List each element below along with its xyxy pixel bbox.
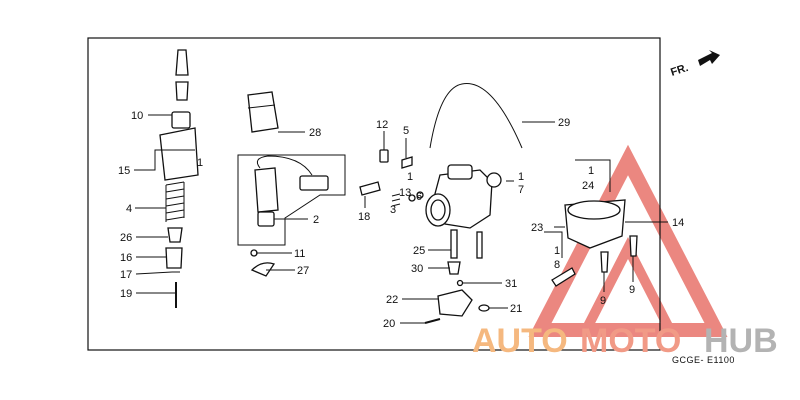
callout-22: 22 xyxy=(386,294,398,306)
callout-20: 20 xyxy=(383,318,395,330)
float-chamber-assembly xyxy=(544,159,638,287)
watermark-text-moto: MOTO xyxy=(580,322,681,360)
callout-29: 29 xyxy=(558,117,570,129)
callout-24: 24 xyxy=(582,180,594,192)
callout-1: 1 xyxy=(518,171,524,183)
front-direction-label: FR. xyxy=(669,62,690,79)
callout-10: 10 xyxy=(131,110,143,122)
diagram-frame xyxy=(87,37,661,351)
diagram-code: GCGE- E1100 xyxy=(672,355,735,365)
watermark-text-hub: HUB xyxy=(704,322,778,360)
carburetor-body xyxy=(359,83,523,324)
callout-25: 25 xyxy=(413,245,425,257)
callout-28: 28 xyxy=(309,127,321,139)
callout-11: 11 xyxy=(294,248,305,260)
callout-5: 5 xyxy=(403,125,409,137)
throttle-slide-assembly xyxy=(159,49,199,308)
callout-6: 6 xyxy=(416,191,422,203)
callout-2: 2 xyxy=(313,214,319,226)
callout-21: 21 xyxy=(510,303,522,315)
watermark-text-auto: AUTO xyxy=(472,322,568,360)
callout-4: 4 xyxy=(126,203,132,215)
auto-choke-assembly xyxy=(237,91,346,277)
callout-12: 12 xyxy=(376,119,388,131)
callout-9: 9 xyxy=(600,295,606,307)
callout-31: 31 xyxy=(505,278,517,290)
callout-19: 19 xyxy=(120,288,132,300)
watermark-text: AUTO MOTO HUB xyxy=(472,322,778,360)
callout-1: 1 xyxy=(588,165,594,177)
callout-1: 1 xyxy=(554,245,560,257)
callout-13: 13 xyxy=(399,187,411,199)
callout-7: 7 xyxy=(518,184,524,196)
callout-8: 8 xyxy=(554,259,560,271)
callout-3: 3 xyxy=(390,204,396,216)
callout-30: 30 xyxy=(411,263,423,275)
leader-lines xyxy=(134,114,668,324)
callout-17: 17 xyxy=(120,269,132,281)
callout-1: 1 xyxy=(197,157,203,169)
callout-23: 23 xyxy=(531,222,543,234)
callout-18: 18 xyxy=(358,211,370,223)
watermark-triangle-logo xyxy=(528,144,728,337)
callout-1: 1 xyxy=(407,171,413,183)
callout-16: 16 xyxy=(120,252,132,264)
callout-26: 26 xyxy=(120,232,132,244)
callout-9: 9 xyxy=(629,284,635,296)
callout-27: 27 xyxy=(297,265,309,277)
callout-15: 15 xyxy=(118,165,130,177)
callout-14: 14 xyxy=(672,217,684,229)
front-direction-arrow: FR. xyxy=(669,50,720,79)
callout-labels: 10 1 15 4 26 16 17 19 28 2 11 27 12 5 1 … xyxy=(118,110,684,330)
